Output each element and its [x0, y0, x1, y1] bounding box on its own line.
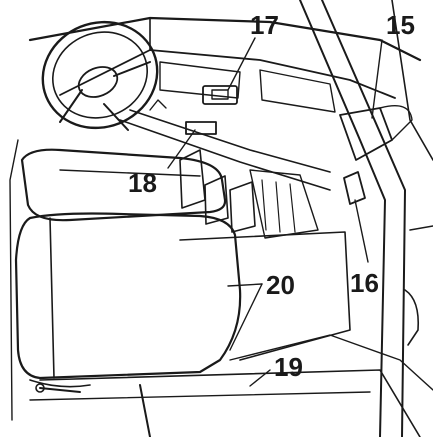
callout-17: 17 — [250, 10, 279, 40]
callout-19: 19 — [274, 352, 303, 382]
floor — [29, 231, 433, 437]
callout-18: 18 — [128, 168, 157, 198]
kick-panel — [343, 171, 366, 205]
door-frame — [299, 0, 433, 437]
switch-panel — [149, 99, 217, 135]
callout-20: 20 — [266, 270, 295, 300]
leader-lines — [167, 37, 383, 387]
callout-16: 16 — [350, 268, 379, 298]
callout-15: 15 — [386, 10, 415, 40]
seat-rail — [35, 383, 151, 437]
dashboard — [28, 16, 422, 191]
steering-wheel — [41, 20, 159, 131]
ashtray-unit — [202, 85, 238, 105]
pedals — [179, 149, 319, 239]
air-vent — [339, 105, 413, 161]
seat — [9, 139, 242, 421]
callout-numbers: 17 15 18 16 20 19 — [128, 10, 415, 382]
